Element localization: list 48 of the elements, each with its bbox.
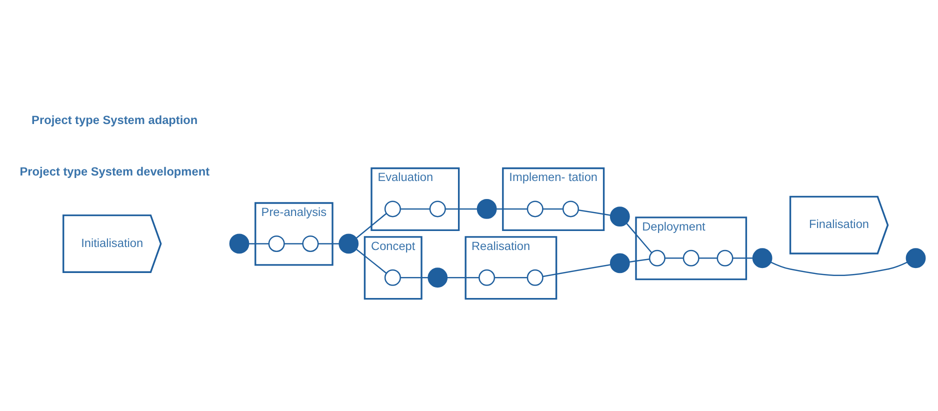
- node-circle: [338, 233, 359, 254]
- connector: [732, 257, 753, 258]
- node-circle: [610, 252, 630, 273]
- node-circle: [229, 233, 250, 254]
- connector: [496, 208, 528, 210]
- connector: [356, 248, 387, 274]
- connector: [494, 276, 528, 278]
- node-circle: [526, 200, 544, 217]
- cluster: Evaluation: [370, 166, 460, 230]
- node-circle: [302, 234, 319, 252]
- connector: [770, 261, 908, 276]
- node-circle: [476, 198, 497, 218]
- connector: [629, 258, 650, 262]
- connector: [318, 242, 340, 244]
- connector: [356, 212, 387, 238]
- connector: [664, 257, 684, 258]
- connector: [400, 276, 428, 278]
- cluster: Pre-analysis: [254, 202, 334, 266]
- node-circle: [682, 249, 700, 266]
- cluster: Concept: [364, 236, 422, 300]
- connector: [400, 208, 430, 210]
- node-circle: [384, 200, 401, 217]
- node-circle: [429, 200, 446, 217]
- connector: [542, 264, 611, 277]
- connector: [446, 276, 480, 278]
- connector: [578, 208, 610, 216]
- node-circle: [648, 249, 666, 266]
- connector: [248, 242, 269, 244]
- connector: [542, 208, 564, 210]
- label: Project type System adaption: [32, 112, 198, 126]
- node-circle: [562, 200, 579, 217]
- node-circle: [428, 267, 448, 288]
- node-circle: [268, 234, 285, 252]
- node-circle: [526, 268, 544, 286]
- node-circle: [384, 268, 401, 286]
- connector: [284, 242, 303, 244]
- cluster: Realisation: [464, 236, 558, 300]
- node-circle: [906, 248, 926, 268]
- node-circle: [716, 249, 734, 266]
- connector: [698, 257, 718, 258]
- cluster: Implemen- tation: [502, 166, 605, 230]
- node-circle: [610, 206, 630, 226]
- connector: [445, 208, 478, 210]
- node-circle: [478, 268, 496, 286]
- cluster: Deployment: [635, 216, 748, 280]
- node-circle: [752, 248, 772, 268]
- connector: [626, 222, 652, 253]
- label: Project type System development: [20, 164, 210, 178]
